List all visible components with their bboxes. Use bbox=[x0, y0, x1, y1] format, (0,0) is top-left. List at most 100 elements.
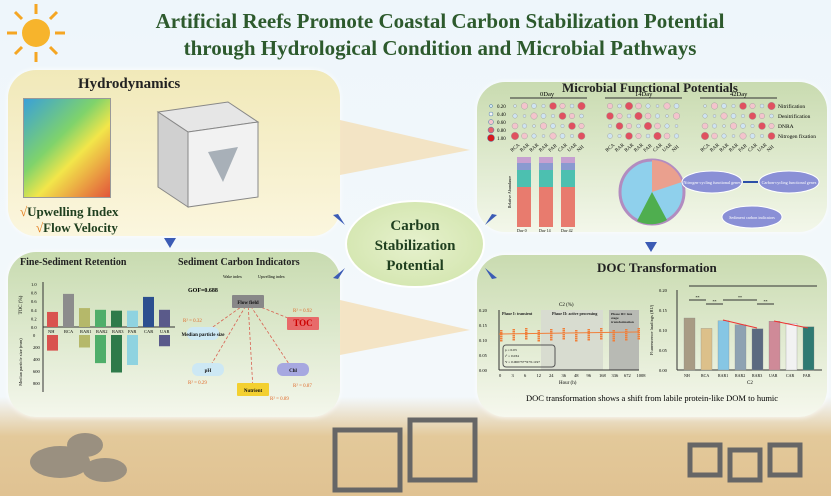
function-bubble bbox=[617, 103, 622, 109]
stats-box bbox=[502, 344, 556, 368]
bar-y-tick: 0.20 bbox=[659, 288, 668, 293]
function-bubble bbox=[530, 112, 538, 120]
data-point bbox=[500, 338, 503, 340]
x-axis-label: Hour (h) bbox=[559, 381, 577, 386]
group-label: UAR bbox=[757, 142, 769, 153]
hour-tick: 1008 bbox=[637, 373, 647, 378]
data-point bbox=[625, 337, 628, 339]
bar-category-label: NH bbox=[684, 373, 690, 378]
function-bubble bbox=[749, 133, 756, 139]
group-label: NH bbox=[767, 145, 776, 154]
size-axis-label: Median particle size (mm) bbox=[18, 338, 23, 386]
data-point bbox=[500, 332, 503, 334]
function-bubble bbox=[664, 123, 670, 129]
sediment-panel: Fine-Sediment Retention Sediment Carbon … bbox=[8, 252, 340, 417]
function-bubble bbox=[673, 112, 680, 120]
nitrogen-genes-node bbox=[681, 170, 743, 194]
data-point bbox=[525, 328, 528, 330]
function-bubble bbox=[653, 132, 662, 140]
group-label: RAR bbox=[710, 143, 722, 154]
stack-day-label: Day 0 bbox=[517, 228, 527, 232]
function-bubble bbox=[617, 134, 622, 138]
bar-x-label: C2 bbox=[747, 381, 753, 386]
phase-ii-label: Phase II: active processing bbox=[552, 311, 598, 316]
upwelling-index-item: √Upwelling Index bbox=[20, 204, 119, 219]
data-point bbox=[500, 334, 503, 336]
sig-label: ** bbox=[696, 295, 700, 300]
function-bubble bbox=[577, 132, 586, 140]
legend-label: 0.60 bbox=[497, 121, 506, 126]
stacked-bar-segment bbox=[517, 170, 531, 187]
y-tick: 0.05 bbox=[479, 353, 488, 358]
hour-tick: 48 bbox=[574, 373, 579, 378]
function-bubble bbox=[731, 134, 736, 138]
data-point bbox=[625, 329, 628, 331]
size-tick: 0 bbox=[33, 333, 36, 338]
particle-size-bar bbox=[47, 335, 58, 351]
function-bubble bbox=[521, 132, 528, 140]
group-label: NH bbox=[577, 145, 586, 154]
stacked-bar-segment bbox=[517, 163, 531, 170]
group-label: RCA bbox=[700, 143, 711, 154]
decline-arrow bbox=[773, 320, 809, 329]
r2-toc: R² = 0.92 bbox=[293, 308, 312, 314]
data-point bbox=[600, 328, 603, 330]
size-tick: 200 bbox=[33, 345, 41, 350]
legend-label: 0.80 bbox=[497, 129, 506, 134]
function-bubble bbox=[711, 132, 718, 140]
bar-y-axis-label: Fluorescence loadings (RU) bbox=[649, 304, 654, 355]
legend-label: 0.40 bbox=[497, 113, 506, 118]
function-bubble bbox=[549, 102, 557, 110]
data-point bbox=[525, 330, 528, 332]
stat-line: r² = 0.034 bbox=[505, 354, 519, 358]
function-bubble bbox=[645, 103, 651, 109]
function-label: Nitrification bbox=[778, 103, 805, 110]
category-label: UAR bbox=[160, 329, 170, 334]
path-arrow bbox=[247, 301, 294, 371]
toc-bar bbox=[47, 311, 58, 327]
data-point bbox=[562, 328, 565, 330]
fluorescence-bar bbox=[785, 323, 798, 371]
function-bubble bbox=[759, 113, 765, 119]
data-point bbox=[525, 334, 528, 336]
category-label: CAR bbox=[144, 329, 153, 334]
toc-bar bbox=[111, 310, 122, 327]
main-title: Artificial Reefs Promote Coastal Carbon … bbox=[155, 9, 725, 60]
stacked-bar-segment bbox=[539, 157, 553, 163]
function-bubble bbox=[673, 103, 680, 109]
nutrient-node bbox=[237, 383, 269, 396]
toc-bar bbox=[159, 309, 170, 327]
category-label: RAR2 bbox=[96, 329, 108, 334]
stacked-bar-segment bbox=[539, 170, 553, 187]
size-tick: 600 bbox=[33, 369, 41, 374]
function-bubble bbox=[674, 124, 679, 128]
function-bubble bbox=[568, 122, 576, 130]
data-point bbox=[637, 338, 640, 340]
data-point bbox=[637, 332, 640, 334]
toc-tick: 0.6 bbox=[31, 299, 37, 304]
stacked-bar-segment bbox=[517, 157, 531, 163]
function-bubble bbox=[511, 132, 519, 140]
function-bubble bbox=[645, 133, 651, 139]
function-bubble bbox=[768, 123, 775, 129]
legend-bubble bbox=[488, 119, 494, 125]
group-label: FAR bbox=[738, 143, 749, 153]
function-bubble bbox=[740, 123, 746, 129]
function-bubble bbox=[722, 124, 726, 128]
hydrodynamics-panel: Hydrodynamics √Upwelling Index √Flow Vel… bbox=[8, 70, 340, 236]
function-label: Nitrogen fixation bbox=[778, 133, 816, 140]
function-bubble bbox=[674, 133, 679, 139]
function-bubble bbox=[626, 123, 632, 129]
data-point bbox=[512, 339, 515, 341]
phase-iii-label: Phase III: late stage transformation bbox=[611, 312, 634, 324]
data-point bbox=[587, 331, 590, 333]
function-bubble bbox=[521, 102, 528, 110]
bar-y-tick: 0.05 bbox=[659, 348, 668, 353]
function-bubble bbox=[701, 132, 709, 140]
data-point bbox=[587, 337, 590, 339]
function-bubble bbox=[767, 132, 776, 140]
stack-y-axis-label: Relative Abundance bbox=[507, 176, 512, 209]
function-bubble bbox=[758, 122, 766, 130]
